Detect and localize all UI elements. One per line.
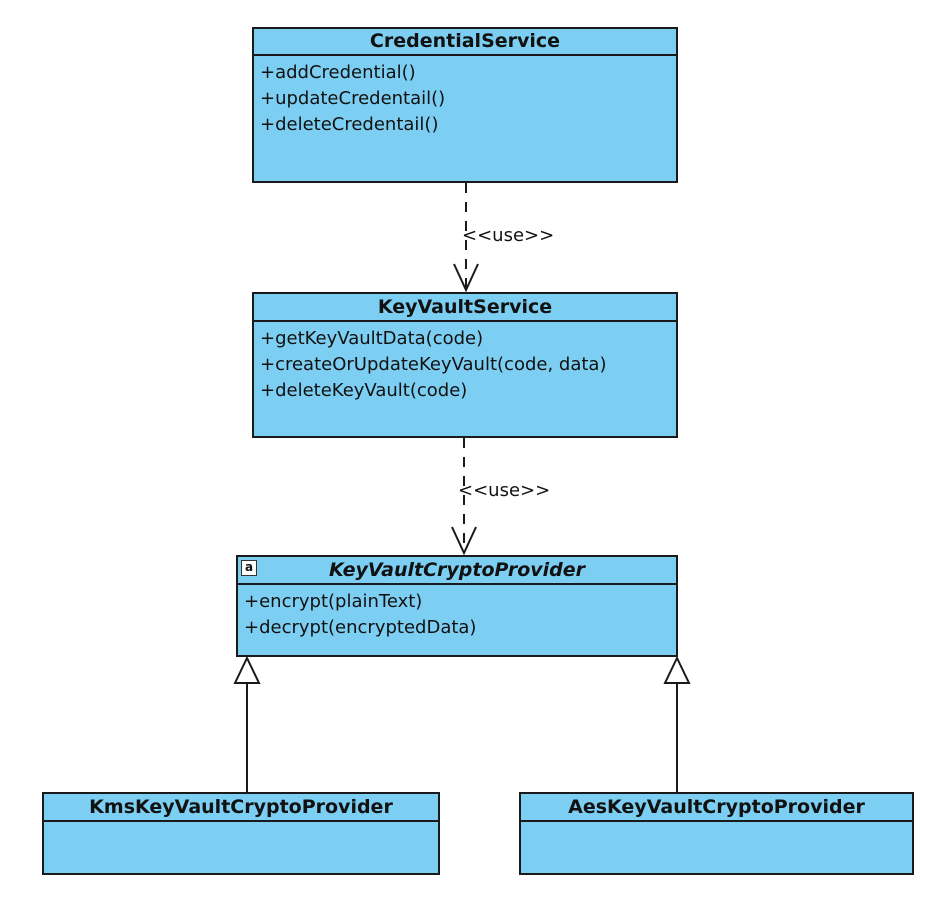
use-stereotype-label-1: <<use>> [462,225,555,246]
dependency-arrowhead-2 [451,526,477,556]
operations-compartment: +getKeyVaultData(code) +createOrUpdateKe… [254,322,676,404]
abstract-class-icon: a [241,560,257,576]
class-kms-key-vault-crypto-provider[interactable]: KmsKeyVaultCryptoProvider [42,792,440,875]
class-name: KeyVaultCryptoProvider [328,559,586,581]
use-stereotype-label-2: <<use>> [458,480,551,501]
operations-compartment: +encrypt(plainText) +decrypt(encryptedDa… [238,585,676,641]
class-credential-service[interactable]: CredentialService +addCredential() +upda… [252,27,678,183]
dependency-arrowhead-1 [453,263,479,293]
operation: +updateCredentail() [260,88,446,109]
class-name: AesKeyVaultCryptoProvider [521,794,912,822]
generalization-triangle-aes [663,655,691,684]
class-name-header: a KeyVaultCryptoProvider [238,557,676,585]
operation: +addCredential() [260,62,416,83]
operation: +deleteCredentail() [260,114,439,135]
operation: +decrypt(encryptedData) [244,617,477,638]
operation: +getKeyVaultData(code) [260,328,484,349]
class-name: KeyVaultService [254,294,676,322]
class-name: KmsKeyVaultCryptoProvider [44,794,438,822]
operation: +encrypt(plainText) [244,591,423,612]
class-aes-key-vault-crypto-provider[interactable]: AesKeyVaultCryptoProvider [519,792,914,875]
class-key-vault-service[interactable]: KeyVaultService +getKeyVaultData(code) +… [252,292,678,438]
operation: +deleteKeyVault(code) [260,380,468,401]
class-key-vault-crypto-provider[interactable]: a KeyVaultCryptoProvider +encrypt(plainT… [236,555,678,657]
class-name: CredentialService [254,29,676,56]
operation: +createOrUpdateKeyVault(code, data) [260,354,607,375]
operations-compartment: +addCredential() +updateCredentail() +de… [254,56,676,138]
generalization-triangle-kms [233,655,261,684]
